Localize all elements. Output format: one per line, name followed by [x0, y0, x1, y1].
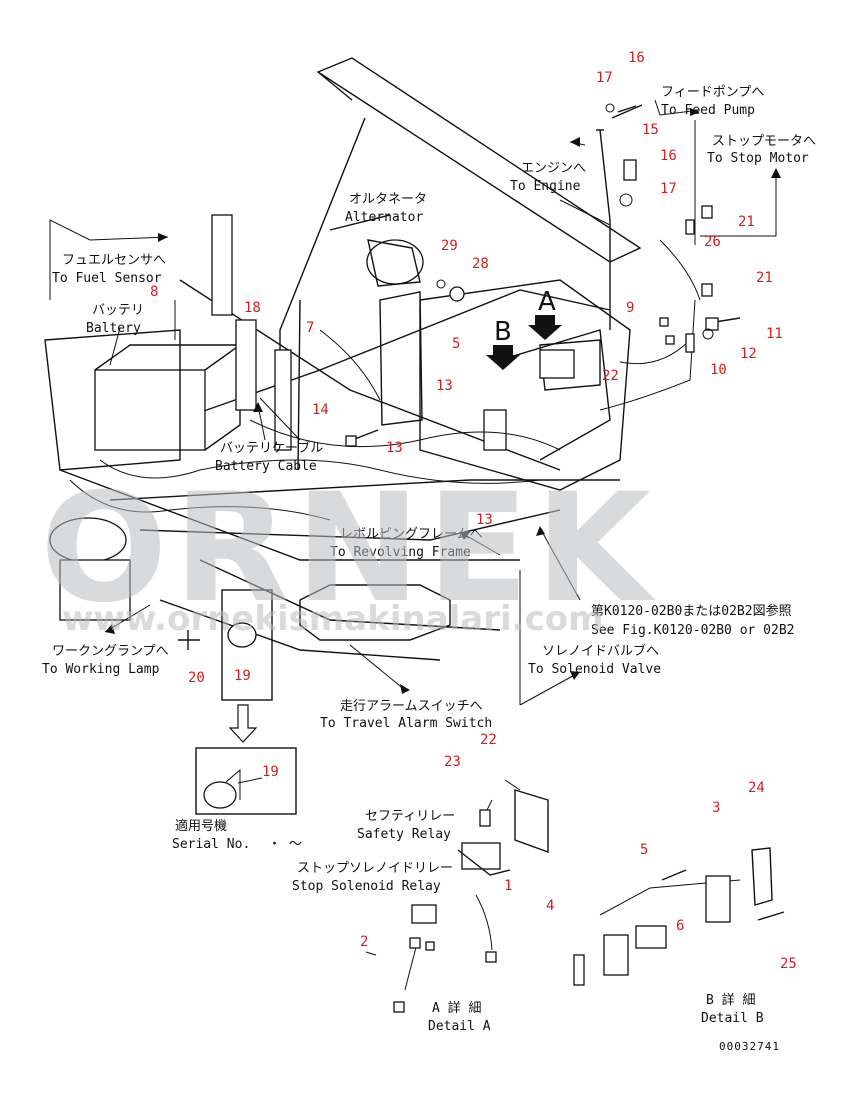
- callout-16: 16: [660, 148, 677, 164]
- label-alternator-en: Alternator: [345, 210, 423, 225]
- label-working-lamp-jp: ワークングランプへ: [52, 644, 169, 659]
- callout-17: 17: [660, 181, 677, 197]
- callout-5: 5: [640, 842, 648, 858]
- label-fuel-sensor-jp: フュエルセンサへ: [62, 253, 166, 268]
- callout-10: 10: [710, 362, 727, 378]
- callout-13: 13: [386, 440, 403, 456]
- callout-14: 14: [312, 402, 329, 418]
- callout-8: 8: [150, 284, 158, 300]
- callout-2: 2: [360, 934, 368, 950]
- callout-19: 19: [234, 668, 251, 684]
- label-safety-relay-en: Safety Relay: [357, 827, 451, 842]
- label-detail-b-jp: B 詳 細: [706, 992, 755, 1008]
- callout-25: 25: [780, 956, 797, 972]
- label-engine-jp: エンジンへ: [521, 161, 586, 176]
- watermark: ORNEK www.ornekismakinalari.com: [40, 462, 657, 639]
- callout-1: 1: [504, 878, 512, 894]
- callout-21: 21: [738, 214, 755, 230]
- callout-23: 23: [444, 754, 461, 770]
- callout-26: 26: [704, 234, 721, 250]
- label-serial-en: Serial No.: [172, 837, 250, 852]
- callout-6: 6: [676, 918, 684, 934]
- detail-a: [365, 779, 549, 1013]
- callout-21: 21: [756, 270, 773, 286]
- label-see-fig-en: See Fig.K0120-02B0 or 02B2: [591, 623, 795, 638]
- label-stop-motor-en: To Stop Motor: [707, 151, 809, 166]
- drawing-number: 00032741: [719, 1040, 780, 1053]
- label-feed-pump-en: To Feed Pump: [661, 103, 755, 118]
- callout-16: 16: [628, 50, 645, 66]
- machine-drawing: [44, 57, 741, 701]
- label-travel-alarm-jp: 走行アラームスイッチへ: [340, 699, 483, 714]
- label-safety-relay-jp: セフティリレー: [365, 809, 455, 824]
- label-see-fig-jp: 第K0120-02B0または02B2図参照: [591, 603, 792, 619]
- callout-3: 3: [712, 800, 720, 816]
- label-serial-jp: 適用号機: [175, 818, 227, 834]
- label-battery-jp: バッテリ: [92, 303, 144, 318]
- label-detail-b-en: Detail B: [701, 1011, 764, 1026]
- arrow-label-a: A: [538, 287, 556, 317]
- callout-15: 15: [642, 122, 659, 138]
- callout-4: 4: [546, 898, 554, 914]
- label-working-lamp-en: To Working Lamp: [42, 662, 160, 677]
- text-labels: フィードポンプへ To Feed Pump ストップモータへ To Stop M…: [42, 85, 816, 1053]
- label-feed-pump-jp: フィードポンプへ: [661, 85, 764, 100]
- label-solenoid-valve-en: To Solenoid Valve: [528, 662, 661, 677]
- label-alternator-jp: オルタネータ: [349, 192, 427, 207]
- callout-9: 9: [626, 300, 634, 316]
- callout-20: 20: [188, 670, 205, 686]
- callout-7: 7: [306, 320, 314, 336]
- callout-5: 5: [452, 336, 460, 352]
- callout-22: 22: [480, 732, 497, 748]
- detail-19: [195, 747, 297, 815]
- callout-17: 17: [596, 70, 613, 86]
- leader-lines: [49, 99, 777, 706]
- callout-12: 12: [740, 346, 757, 362]
- callout-22: 22: [602, 368, 619, 384]
- label-serial-range: ・ ～: [268, 837, 302, 852]
- callout-19: 19: [262, 764, 279, 780]
- callout-13: 13: [436, 378, 453, 394]
- label-travel-alarm-en: To Travel Alarm Switch: [320, 716, 492, 731]
- label-revolving-frame-jp: レボルビングフレームへ: [340, 527, 483, 542]
- battery-shape: [94, 369, 206, 451]
- watermark-url: www.ornekismakinalari.com: [62, 599, 604, 639]
- callout-13: 13: [476, 512, 493, 528]
- callout-11: 11: [766, 326, 783, 342]
- label-fuel-sensor-en: To Fuel Sensor: [52, 271, 162, 286]
- arrowheads: [105, 108, 781, 743]
- label-revolving-frame-en: To Revolving Frame: [330, 545, 471, 560]
- label-detail-a-jp: A 詳 細: [432, 1000, 481, 1016]
- callout-29: 29: [441, 238, 458, 254]
- label-stop-solenoid-en: Stop Solenoid Relay: [292, 879, 441, 894]
- label-battery-en: Baltery: [86, 321, 141, 336]
- callout-24: 24: [748, 780, 765, 796]
- callout-28: 28: [472, 256, 489, 272]
- label-solenoid-valve-jp: ソレノイドバルブへ: [542, 643, 659, 659]
- label-battery-cable-jp: バッテリケーブル: [220, 440, 323, 456]
- label-stop-motor-jp: ストップモータへ: [712, 134, 816, 149]
- watermark-brand: ORNEK: [40, 462, 657, 636]
- label-battery-cable-en: Battery Cable: [215, 459, 317, 474]
- callout-18: 18: [244, 300, 261, 316]
- label-detail-a-en: Detail A: [428, 1019, 491, 1034]
- callout-numbers: 16 17 15 16 17 26 21 21 11 12 10 9 29 28…: [150, 50, 797, 972]
- detail-b: [573, 847, 785, 986]
- label-stop-solenoid-jp: ストップソレノイドリレー: [297, 861, 453, 876]
- label-engine-en: To Engine: [510, 179, 581, 194]
- arrow-label-b: B: [494, 317, 512, 347]
